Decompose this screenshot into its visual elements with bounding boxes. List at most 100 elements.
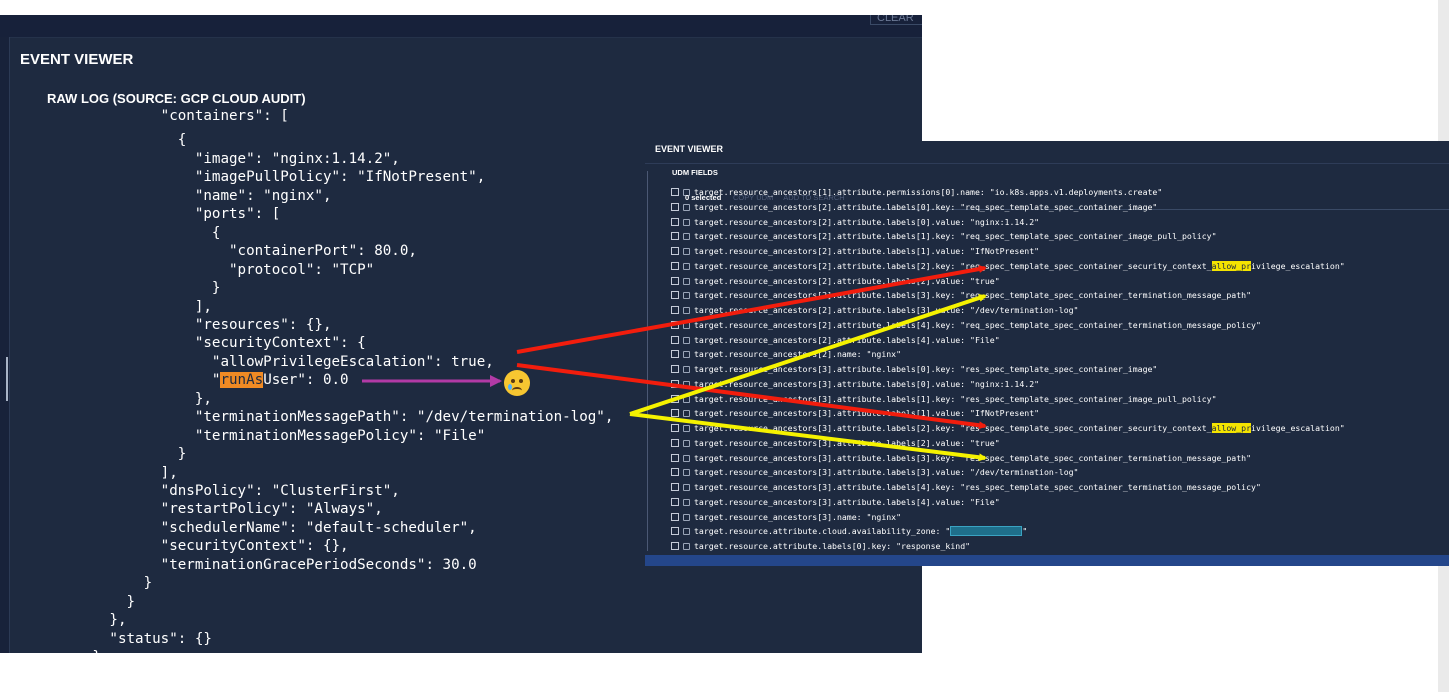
row-checkbox[interactable] [671, 232, 679, 241]
row-checkbox[interactable] [671, 379, 679, 388]
field-key: target.resource_ancestors[1].attribute.p… [694, 187, 990, 197]
udm-field-row[interactable]: target.resource_ancestors[2].attribute.l… [671, 318, 1261, 332]
udm-field-row[interactable]: target.resource_ancestors[2].attribute.l… [671, 200, 1157, 214]
udm-toolbar-actions[interactable]: COPY UDM ADD TO SEARCH [733, 193, 845, 202]
row-checkbox[interactable] [671, 350, 679, 359]
search-highlight: allow_pr [1211, 260, 1252, 271]
selected-count: 0 selected [685, 193, 722, 202]
log-line: "runAsUser": 0.0 [24, 371, 349, 389]
raw-log-subtitle: RAW LOG (SOURCE: GCP CLOUD AUDIT) [47, 91, 306, 106]
udm-field-row[interactable]: target.resource_ancestors[3].attribute.l… [671, 451, 1251, 465]
field-type-icon [683, 469, 690, 477]
field-key: target.resource_ancestors[3].attribute.l… [694, 496, 971, 507]
log-line: }, [24, 648, 109, 653]
row-checkbox[interactable] [671, 291, 679, 300]
row-checkbox[interactable] [671, 365, 679, 373]
field-value: "nginx" [866, 349, 902, 360]
udm-field-row[interactable]: target.resource_ancestors[3].attribute.l… [671, 362, 1157, 376]
field-type-icon [683, 203, 690, 211]
field-type-icon [683, 380, 690, 388]
field-value: "response_kind" [896, 541, 971, 551]
udm-field-row[interactable]: target.resource_ancestors[3].attribute.l… [671, 392, 1217, 406]
udm-field-row[interactable]: target.resource_ancestors[2].attribute.l… [671, 259, 1345, 273]
row-checkbox[interactable] [671, 276, 679, 285]
log-line: { [24, 132, 187, 149]
field-key: target.resource_ancestors[2].attribute.l… [694, 216, 971, 227]
row-checkbox[interactable] [671, 483, 679, 491]
row-checkbox[interactable] [671, 188, 679, 196]
udm-field-row[interactable]: target.resource_ancestors[3].attribute.l… [671, 480, 1261, 494]
udm-field-row[interactable]: target.resource_ancestors[2].name: "ngin… [671, 347, 901, 361]
field-value: "IfNotPresent" [970, 246, 1040, 256]
clear-button[interactable]: CLEAR [870, 15, 922, 25]
field-value: ivilege_escalation" [1251, 423, 1345, 433]
row-checkbox[interactable] [671, 512, 679, 521]
log-line: { [24, 224, 221, 241]
field-type-icon [683, 218, 690, 226]
row-checkbox[interactable] [671, 320, 679, 329]
row-checkbox[interactable] [671, 394, 679, 403]
field-value: "req_spec_template_spec_container_termin… [960, 290, 1252, 301]
field-type-icon [683, 248, 690, 255]
udm-field-row[interactable]: target.resource_ancestors[3].attribute.l… [671, 406, 1039, 420]
field-value: "req_spec_template_spec_container_image_… [960, 231, 1217, 242]
field-key: target.resource_ancestors[3].attribute.l… [694, 437, 971, 448]
log-line: "imagePullPolicy": "IfNotPresent", [24, 169, 486, 186]
row-checkbox[interactable] [671, 424, 679, 432]
field-value: "req_spec_template_spec_container_image" [960, 201, 1158, 212]
field-type-icon [683, 277, 690, 285]
udm-field-row[interactable]: target.resource_ancestors[2].attribute.l… [671, 215, 1039, 229]
udm-field-row[interactable]: target.resource_ancestors[3].name: "ngin… [671, 510, 901, 524]
row-checkbox[interactable] [671, 261, 679, 270]
field-type-icon [683, 292, 690, 300]
resize-handle[interactable] [6, 357, 8, 401]
row-checkbox[interactable] [671, 217, 679, 226]
row-checkbox[interactable] [671, 335, 679, 344]
row-checkbox[interactable] [671, 497, 679, 506]
log-line: }, [24, 612, 127, 629]
row-checkbox[interactable] [671, 409, 679, 418]
udm-field-row[interactable]: target.resource_ancestors[3].attribute.l… [671, 495, 1000, 509]
row-checkbox[interactable] [671, 527, 679, 536]
udm-field-row[interactable]: target.resource_ancestors[3].attribute.l… [671, 377, 1039, 391]
field-type-icon [683, 498, 690, 506]
row-checkbox[interactable] [671, 247, 679, 255]
udm-field-row[interactable]: target.resource_ancestors[3].attribute.l… [671, 421, 1345, 435]
udm-field-row[interactable]: target.resource_ancestors[3].attribute.l… [671, 436, 1000, 450]
row-checkbox[interactable] [671, 468, 679, 477]
field-value: "res_spec_template_spec_container_image_… [960, 393, 1217, 404]
field-key: target.resource_ancestors[2].attribute.l… [694, 231, 961, 242]
log-line: } [24, 575, 153, 592]
row-checkbox[interactable] [671, 202, 679, 211]
log-line: } [24, 593, 136, 610]
log-line: "allowPrivilegeEscalation": true, [24, 353, 494, 370]
field-value: "File" [970, 334, 1000, 345]
field-type-icon [683, 321, 690, 329]
field-value: "res_spec_template_spec_container_termin… [960, 482, 1261, 492]
field-type-icon [683, 395, 690, 403]
row-checkbox[interactable] [671, 542, 679, 550]
field-key: target.resource_ancestors[3].attribute.l… [694, 482, 961, 492]
udm-field-row[interactable]: target.resource_ancestors[2].attribute.l… [671, 244, 1039, 258]
row-checkbox[interactable] [671, 438, 679, 447]
row-checkbox[interactable] [671, 306, 679, 314]
field-type-icon [683, 454, 690, 462]
udm-field-row[interactable]: target.resource.attribute.cloud.availabi… [671, 524, 1027, 538]
udm-field-row[interactable]: target.resource_ancestors[3].attribute.l… [671, 465, 1079, 479]
log-line: "ports": [ [24, 206, 281, 223]
event-viewer-title: EVENT VIEWER [20, 51, 134, 68]
udm-field-row[interactable]: target.resource_ancestors[2].attribute.l… [671, 303, 1079, 317]
row-checkbox[interactable] [671, 453, 679, 462]
udm-field-row[interactable]: target.resource_ancestors[2].attribute.l… [671, 333, 1000, 347]
udm-field-row[interactable]: target.resource_ancestors[2].attribute.l… [671, 274, 1000, 288]
log-line: "schedulerName": "default-scheduler", [24, 519, 477, 536]
udm-field-row[interactable]: target.resource_ancestors[2].attribute.l… [671, 288, 1251, 302]
udm-field-row[interactable]: target.resource_ancestors[2].attribute.l… [671, 229, 1217, 243]
field-key: target.resource_ancestors[2].attribute.l… [694, 275, 971, 286]
udm-field-row[interactable]: target.resource_ancestors[1].attribute.p… [671, 185, 1162, 199]
field-value: "io.k8s.apps.v1.deployments.create" [989, 187, 1163, 197]
left-rail [0, 37, 10, 653]
field-value: " [1022, 526, 1028, 537]
udm-field-row[interactable]: target.resource.attribute.labels[0].key:… [671, 539, 970, 553]
field-key: target.resource_ancestors[2].attribute.l… [694, 334, 971, 345]
